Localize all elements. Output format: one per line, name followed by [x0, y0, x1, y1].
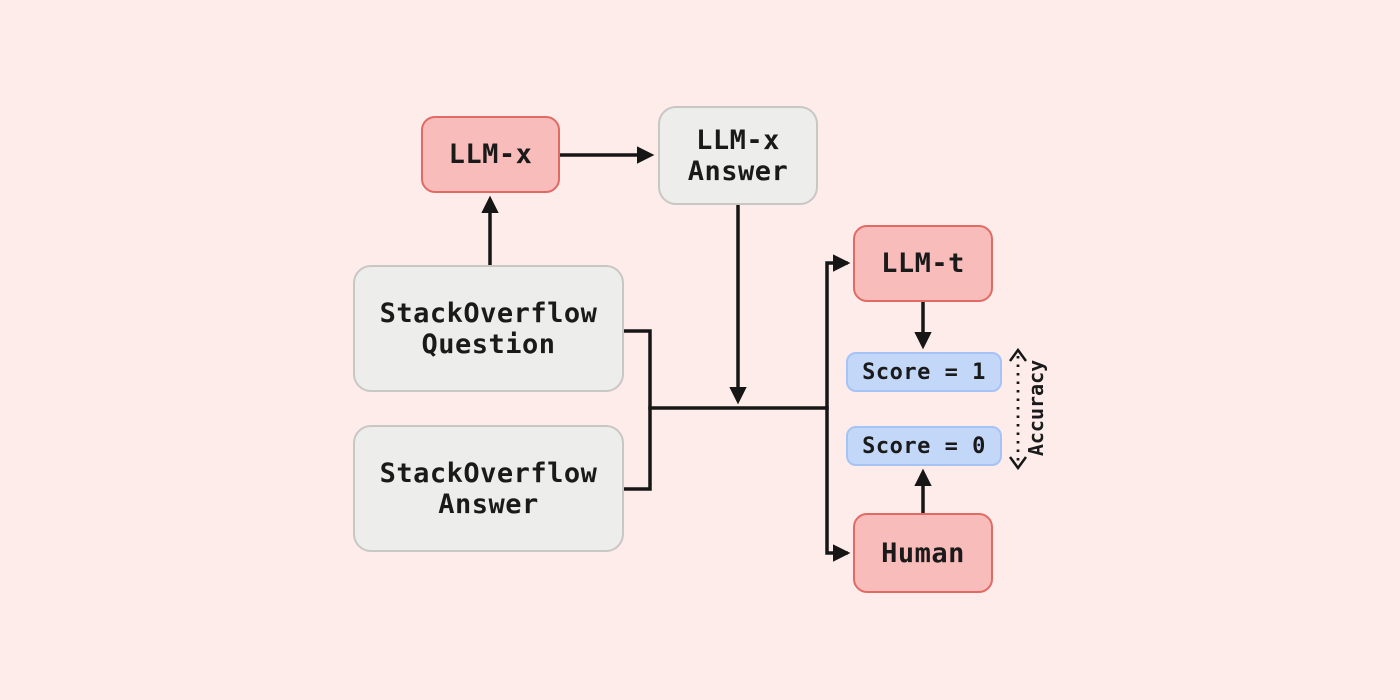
node-llm-t-label: LLM-t [881, 248, 965, 279]
node-llm-x-answer-label: LLM-x Answer [687, 124, 789, 187]
node-score-1: Score = 1 [846, 352, 1002, 392]
node-llm-x: LLM-x [421, 116, 560, 193]
node-llm-x-answer: LLM-x Answer [658, 106, 818, 205]
node-llm-x-label: LLM-x [448, 139, 533, 170]
node-score-1-label: Score = 1 [862, 359, 986, 385]
accuracy-label: Accuracy [1024, 359, 1048, 457]
connector-question-answer-bus [622, 329, 652, 491]
node-score-0-label: Score = 0 [862, 433, 986, 459]
accuracy-chevron-up-icon [1008, 347, 1028, 362]
connector-bus-to-human [825, 406, 851, 562]
node-stackoverflow-answer-label: StackOverflow Answer [379, 457, 598, 520]
node-stackoverflow-question-label: StackOverflow Question [379, 297, 598, 360]
accuracy-chevron-down-icon [1008, 456, 1028, 471]
connector-bus-to-llmt [648, 254, 851, 410]
node-score-0: Score = 0 [846, 426, 1002, 466]
node-stackoverflow-answer: StackOverflow Answer [353, 425, 624, 552]
node-human: Human [853, 513, 993, 593]
node-human-label: Human [881, 537, 965, 569]
node-stackoverflow-question: StackOverflow Question [353, 265, 624, 392]
node-llm-t: LLM-t [853, 225, 993, 302]
